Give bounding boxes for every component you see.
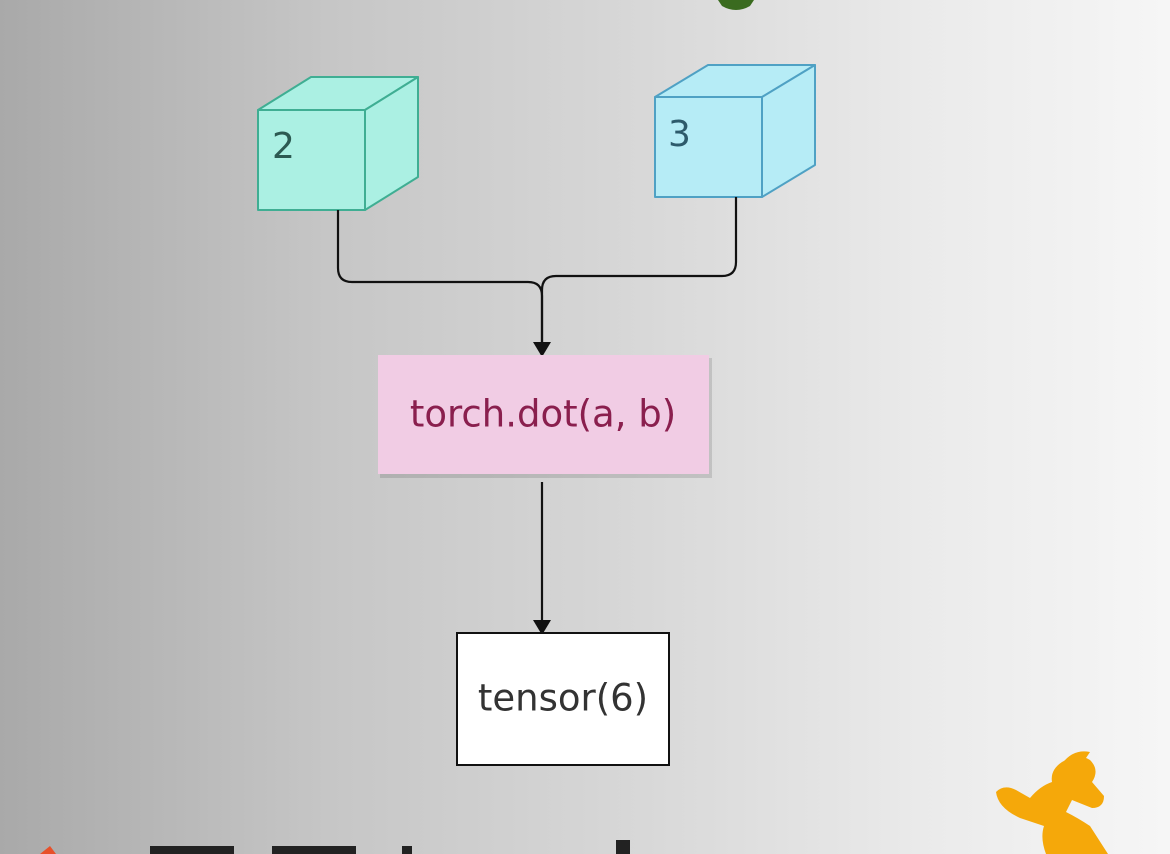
bottom-logo-glyph-3 — [402, 846, 412, 854]
cube-b-front-face — [654, 96, 763, 198]
output-node-box — [456, 632, 670, 766]
bottom-logo-glyph-2 — [272, 846, 356, 854]
cube-a-label: 2 — [272, 126, 295, 167]
corner-logo-figure — [996, 756, 1108, 854]
operation-node: torch.dot(a, b) — [378, 355, 712, 478]
bottom-logo-glyph-4 — [616, 840, 630, 854]
bottom-logo-glyph-1 — [150, 846, 234, 854]
input-cube-a: 2 — [257, 76, 419, 211]
operation-node-box — [378, 355, 709, 474]
operation-node-label: torch.dot(a, b) — [410, 393, 676, 436]
connector-b-to-op — [540, 197, 738, 343]
corner-logo — [996, 751, 1108, 854]
bottom-logo-flame — [40, 846, 56, 854]
arrowhead-into-op — [533, 342, 551, 357]
output-node: tensor(6) — [456, 632, 670, 766]
bottom-logo-strip — [40, 840, 630, 854]
output-node-label: tensor(6) — [478, 677, 648, 720]
connector-a-to-op — [336, 210, 544, 343]
cube-b-label: 3 — [668, 114, 691, 155]
input-cube-b: 3 — [654, 64, 816, 198]
arrowhead-into-output — [533, 620, 551, 635]
corner-logo-arm — [1058, 751, 1090, 774]
top-edge-mark — [718, 0, 754, 10]
cube-a-front-face — [257, 109, 366, 211]
